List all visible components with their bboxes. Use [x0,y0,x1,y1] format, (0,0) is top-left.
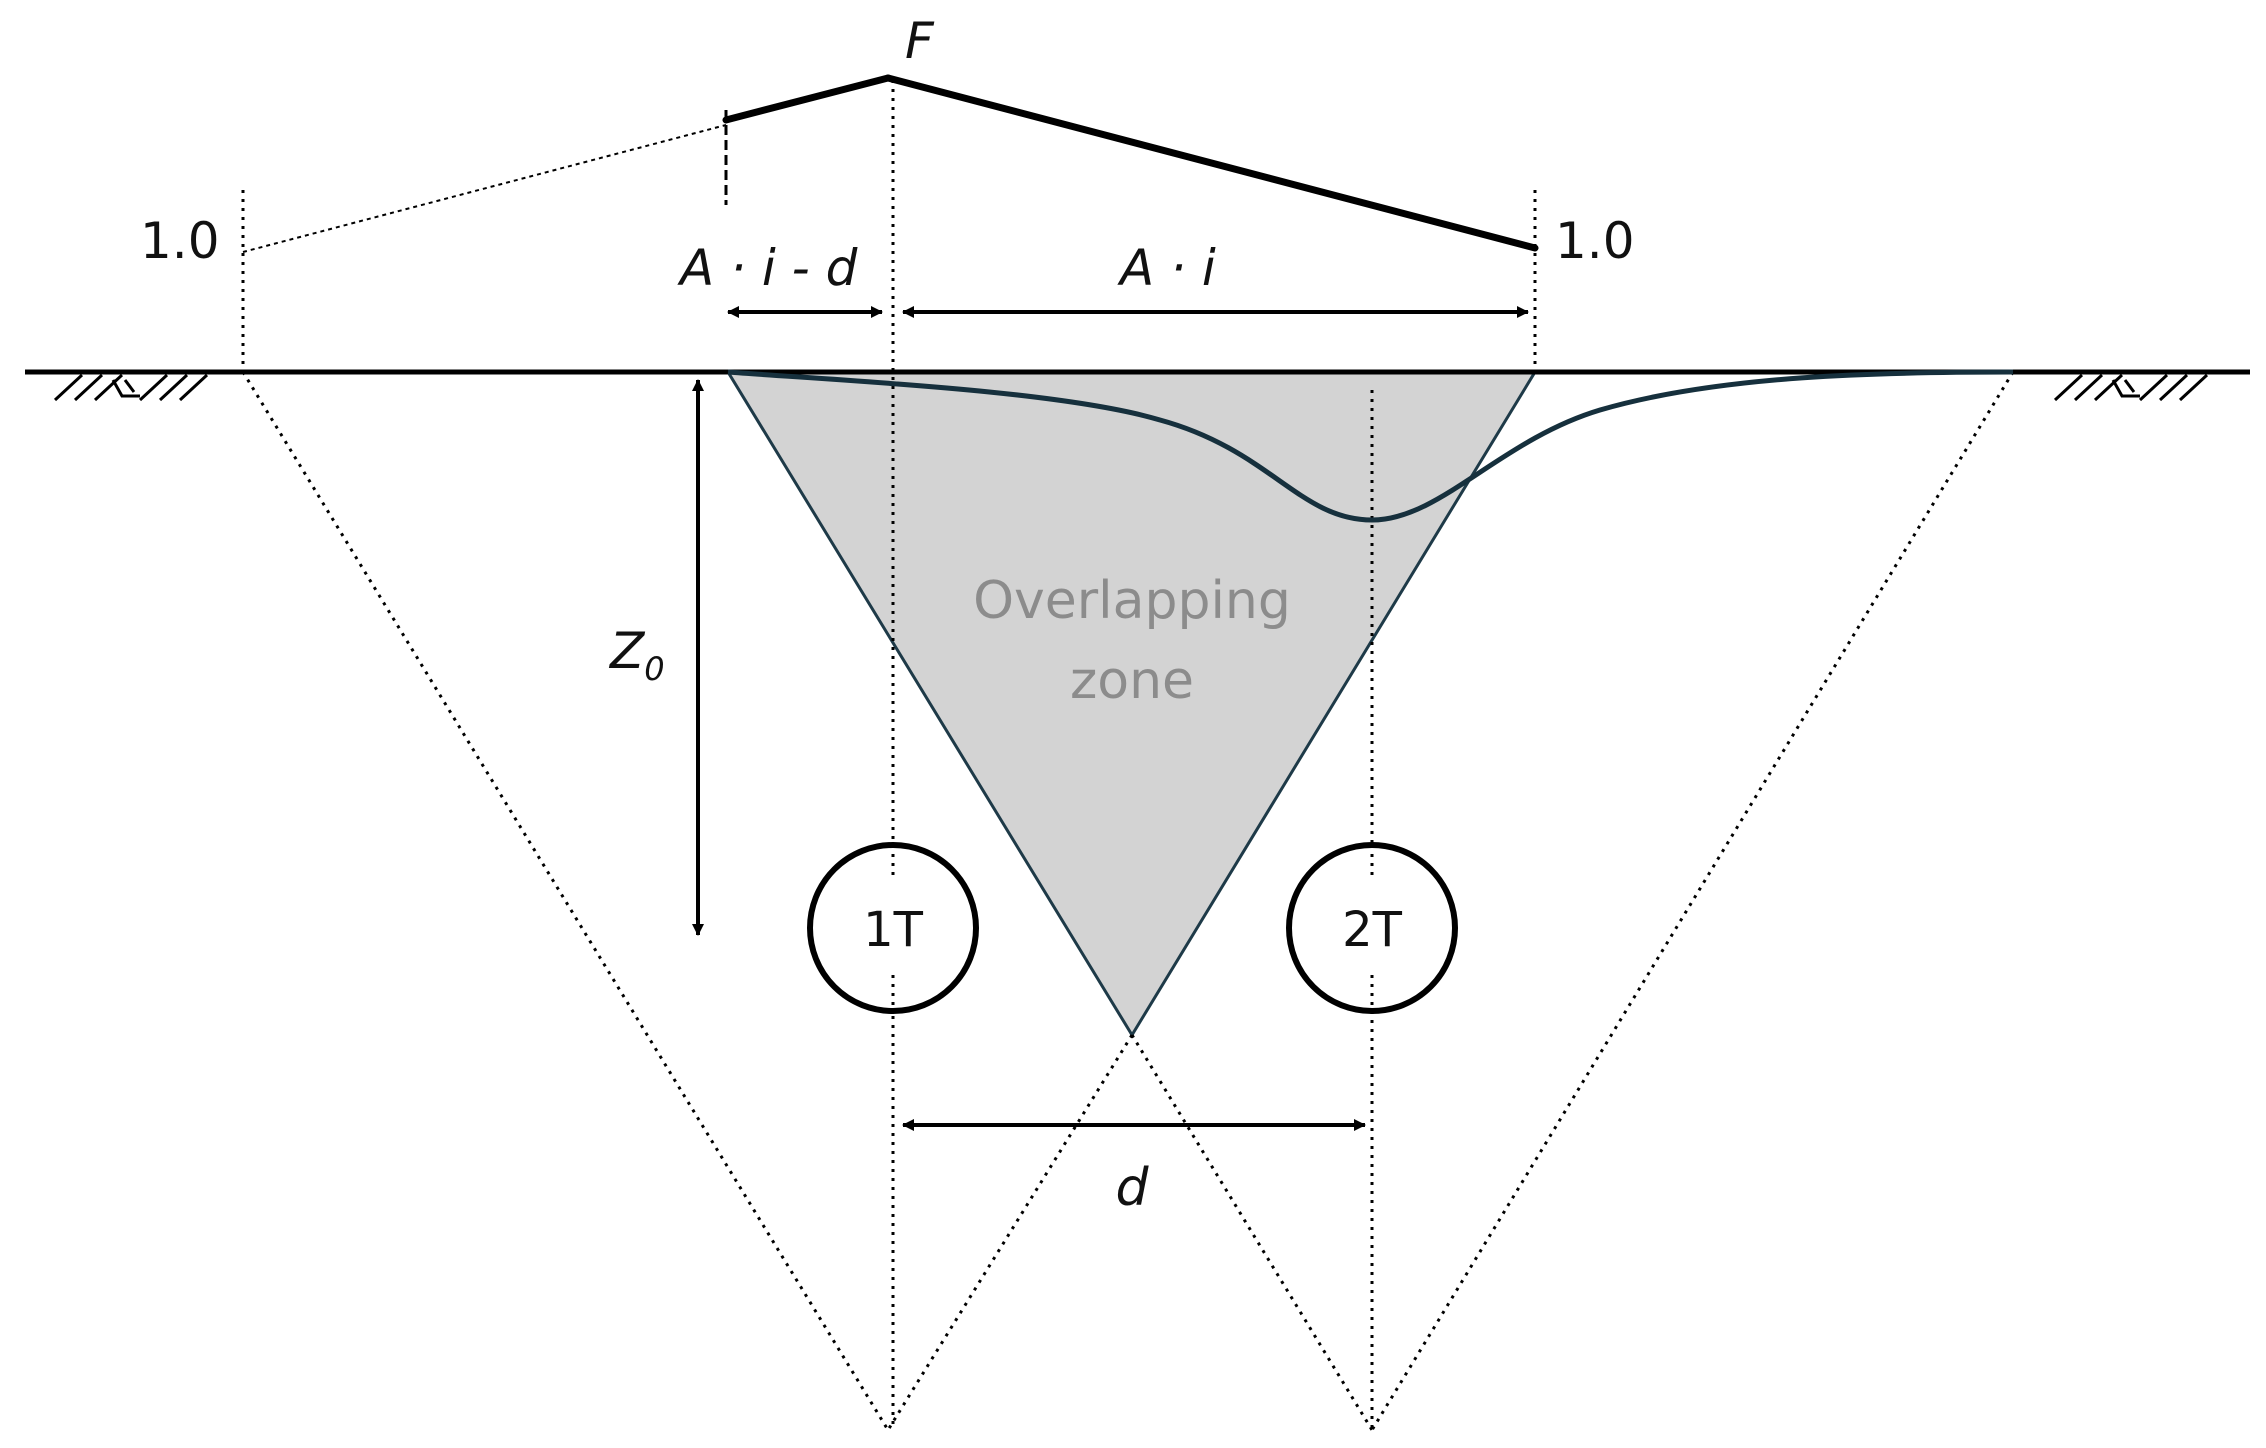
tunnel-1t-label: 1T [863,902,924,958]
ground-hatch-left [53,373,209,402]
influence-line-2t-left [1130,1034,1374,1431]
influence-line-1t-left [241,371,890,1431]
right-unit-factor-label: 1.0 [1555,212,1635,270]
tunnel-2t-label: 2T [1342,902,1403,958]
influence-line-1t-right [886,1034,1134,1431]
spacing-d-label: d [1115,1158,1149,1218]
overlapping-zone-label-line2: zone [1070,651,1194,711]
z0-label: Z0 [608,622,665,688]
ai-label: A · i [1117,239,1216,297]
ground-hatch-right [2053,373,2209,402]
influence-line-2t-right [1370,371,2015,1431]
ai-minus-d-label: A · i - d [677,239,858,297]
settlement-curve [727,369,2014,523]
factor-profile-left-segment [722,74,892,124]
left-unit-factor-label: 1.0 [140,212,220,270]
factor-profile-right-segment [884,74,1539,252]
overlapping-zone-label-line1: Overlapping [973,571,1291,631]
factor-profile-dotted [242,124,727,253]
peak-factor-label: F [905,12,935,70]
